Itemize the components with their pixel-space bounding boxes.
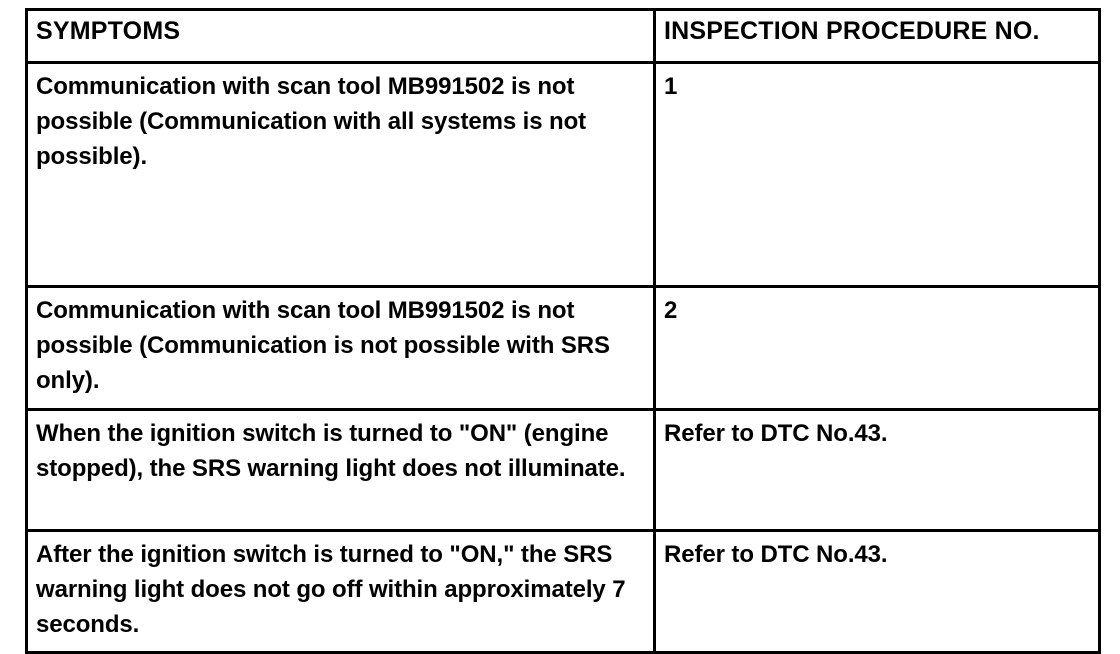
table-row: After the ignition switch is turned to "… [25,529,1101,654]
cell-symptom: After the ignition switch is turned to "… [25,529,656,654]
procedure-text: Refer to DTC No.43. [664,541,888,568]
cell-symptom: Communication with scan tool MB991502 is… [25,61,656,288]
column-header-symptoms-label: SYMPTOMS [36,17,181,45]
symptom-text: Communication with scan tool MB991502 is… [36,73,587,170]
scanned-page: SYMPTOMS INSPECTION PROCEDURE NO. Commun… [25,8,1101,654]
cell-procedure: 2 [653,285,1101,411]
cell-symptom: When the ignition switch is turned to "O… [25,408,656,532]
table-header: SYMPTOMS INSPECTION PROCEDURE NO. [25,8,1101,64]
procedure-text: 1 [664,73,678,100]
table-row: When the ignition switch is turned to "O… [25,408,1101,532]
procedure-text: 2 [664,297,678,324]
column-header-symptoms: SYMPTOMS [25,8,656,64]
symptom-text: After the ignition switch is turned to "… [36,541,626,638]
symptom-text: When the ignition switch is turned to "O… [36,420,626,482]
table-row: Communication with scan tool MB991502 is… [25,61,1101,288]
table-body: Communication with scan tool MB991502 is… [25,61,1101,654]
symptom-chart-table: SYMPTOMS INSPECTION PROCEDURE NO. Commun… [25,8,1101,654]
cell-procedure: Refer to DTC No.43. [653,529,1101,654]
column-header-procedure: INSPECTION PROCEDURE NO. [653,8,1101,64]
cell-procedure: 1 [653,61,1101,288]
column-header-procedure-label: INSPECTION PROCEDURE NO. [664,17,1040,45]
cell-procedure: Refer to DTC No.43. [653,408,1101,532]
procedure-text: Refer to DTC No.43. [664,420,888,447]
cell-symptom: Communication with scan tool MB991502 is… [25,285,656,411]
table-row: Communication with scan tool MB991502 is… [25,285,1101,411]
symptom-text: Communication with scan tool MB991502 is… [36,297,610,394]
header-row: SYMPTOMS INSPECTION PROCEDURE NO. [25,8,1101,64]
